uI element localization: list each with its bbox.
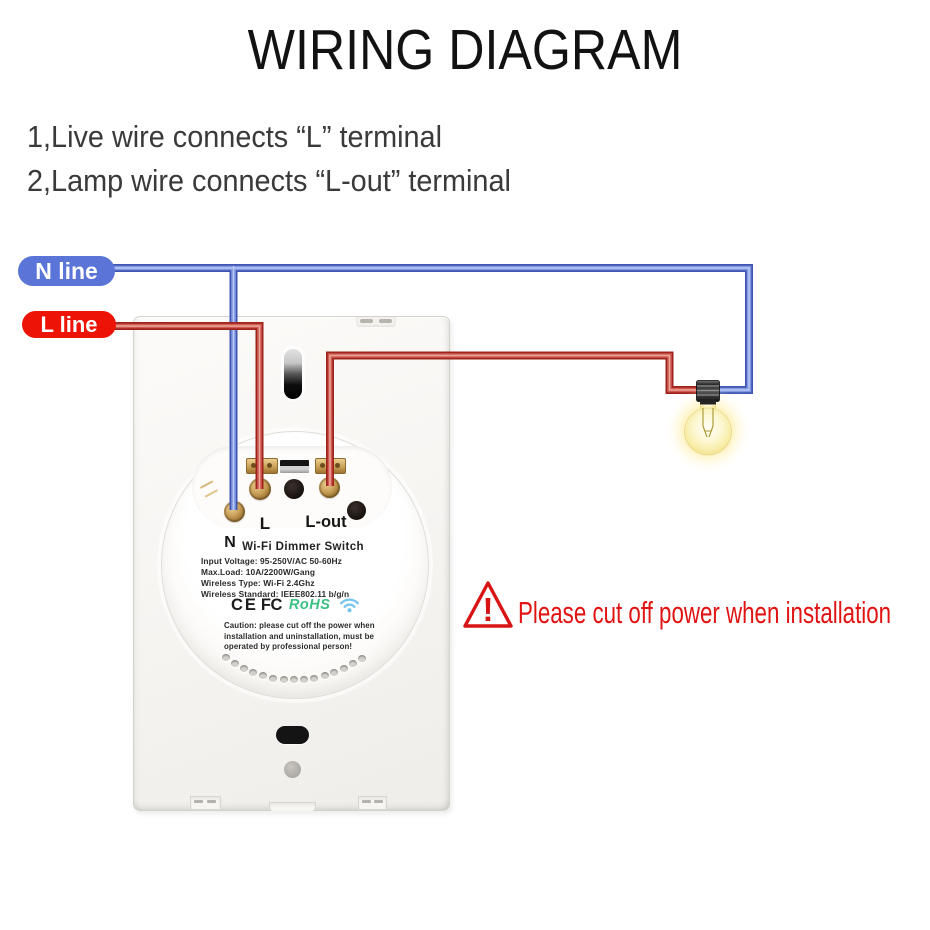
switch-device: L L-out N Wi-Fi Dimmer Switch Input Volt…	[133, 316, 450, 811]
rohs-mark: RoHS	[288, 597, 331, 613]
warning-exclamation: !	[483, 591, 494, 628]
ce-mark: CE	[231, 595, 258, 614]
vent-dot	[269, 674, 278, 682]
mounting-tab-center	[269, 802, 316, 811]
vent-dot	[230, 660, 239, 668]
vent-dot	[300, 676, 309, 684]
clamp-screw	[335, 463, 340, 468]
terminal-screw-l	[249, 478, 271, 500]
clip-mark	[360, 319, 373, 323]
bottom-slot	[276, 726, 309, 744]
n-line-badge: N line	[18, 256, 115, 286]
spec-line: Wireless Type: Wi-Fi 2.4Ghz	[201, 577, 315, 588]
bulb-icon	[663, 380, 753, 479]
mounting-notch-top	[356, 317, 396, 327]
vent-dot	[239, 665, 248, 673]
caution-text: Caution: please cut off the power when i…	[224, 621, 375, 653]
terminal-label-n: N	[224, 534, 236, 551]
terminal-clamp-lout	[315, 458, 346, 474]
terminal-clamp-l	[246, 458, 278, 474]
bottom-dot	[284, 761, 301, 778]
clip-mark	[194, 800, 203, 803]
vent-dot	[310, 674, 319, 682]
vent-dot	[259, 672, 268, 680]
clamp-screw	[251, 463, 256, 468]
clamp-screw	[267, 463, 272, 468]
certification-row: CE FC RoHS	[231, 596, 360, 614]
vent-dot	[348, 660, 357, 668]
device-name: Wi-Fi Dimmer Switch	[242, 541, 364, 553]
clip-mark	[374, 800, 383, 803]
warning-text: Please cut off power when installation	[518, 595, 892, 630]
terminal-hole	[284, 479, 304, 499]
vent-dot	[330, 669, 339, 677]
instruction-line-2: 2,Lamp wire connects “L-out” terminal	[27, 163, 511, 198]
terminal-label-lout: L-out	[305, 513, 347, 531]
wifi-icon	[340, 598, 360, 613]
rocker-slot	[284, 349, 302, 399]
vent-dot	[289, 676, 298, 684]
page-title: WIRING DIAGRAM	[247, 18, 683, 82]
clip-mark	[207, 800, 216, 803]
instruction-line-1: 1,Live wire connects “L” terminal	[27, 119, 442, 154]
l-line-badge: L line	[22, 311, 116, 338]
terminal-screw-lout	[319, 477, 340, 498]
fcc-mark: FC	[260, 595, 283, 614]
device-specs: Input Voltage: 95-250V/AC 50-60Hz Max.Lo…	[201, 556, 349, 600]
mounting-tab	[190, 796, 221, 809]
vent-dot	[279, 676, 288, 684]
spec-line: Max.Load: 10A/2200W/Gang	[201, 566, 316, 577]
caution-line: installation and uninstallation, must be	[224, 631, 374, 641]
vent-dot	[339, 665, 348, 673]
center-contact	[280, 460, 309, 473]
clip-mark	[362, 800, 371, 803]
caution-line: Caution: please cut off the power when	[224, 621, 375, 630]
vent-dot	[320, 672, 329, 680]
mounting-tab	[358, 796, 387, 809]
vent-dot	[222, 654, 231, 662]
bulb-glow	[663, 389, 753, 479]
clip-mark	[379, 319, 392, 323]
clamp-screw	[320, 463, 325, 468]
spec-line: Wireless Standard: IEEE802.11 b/g/n	[201, 588, 350, 599]
bulb-filament	[702, 408, 714, 438]
vent-dot	[357, 654, 366, 662]
warning-triangle-icon: !	[463, 581, 513, 628]
vent-dot	[249, 669, 258, 677]
caution-line: operated by professional person!	[224, 642, 353, 652]
terminal-label-l: L	[259, 514, 271, 533]
spec-line: Input Voltage: 95-250V/AC 50-60Hz	[201, 556, 342, 566]
terminal-screw-n	[224, 501, 245, 522]
bulb-cap	[696, 380, 720, 402]
